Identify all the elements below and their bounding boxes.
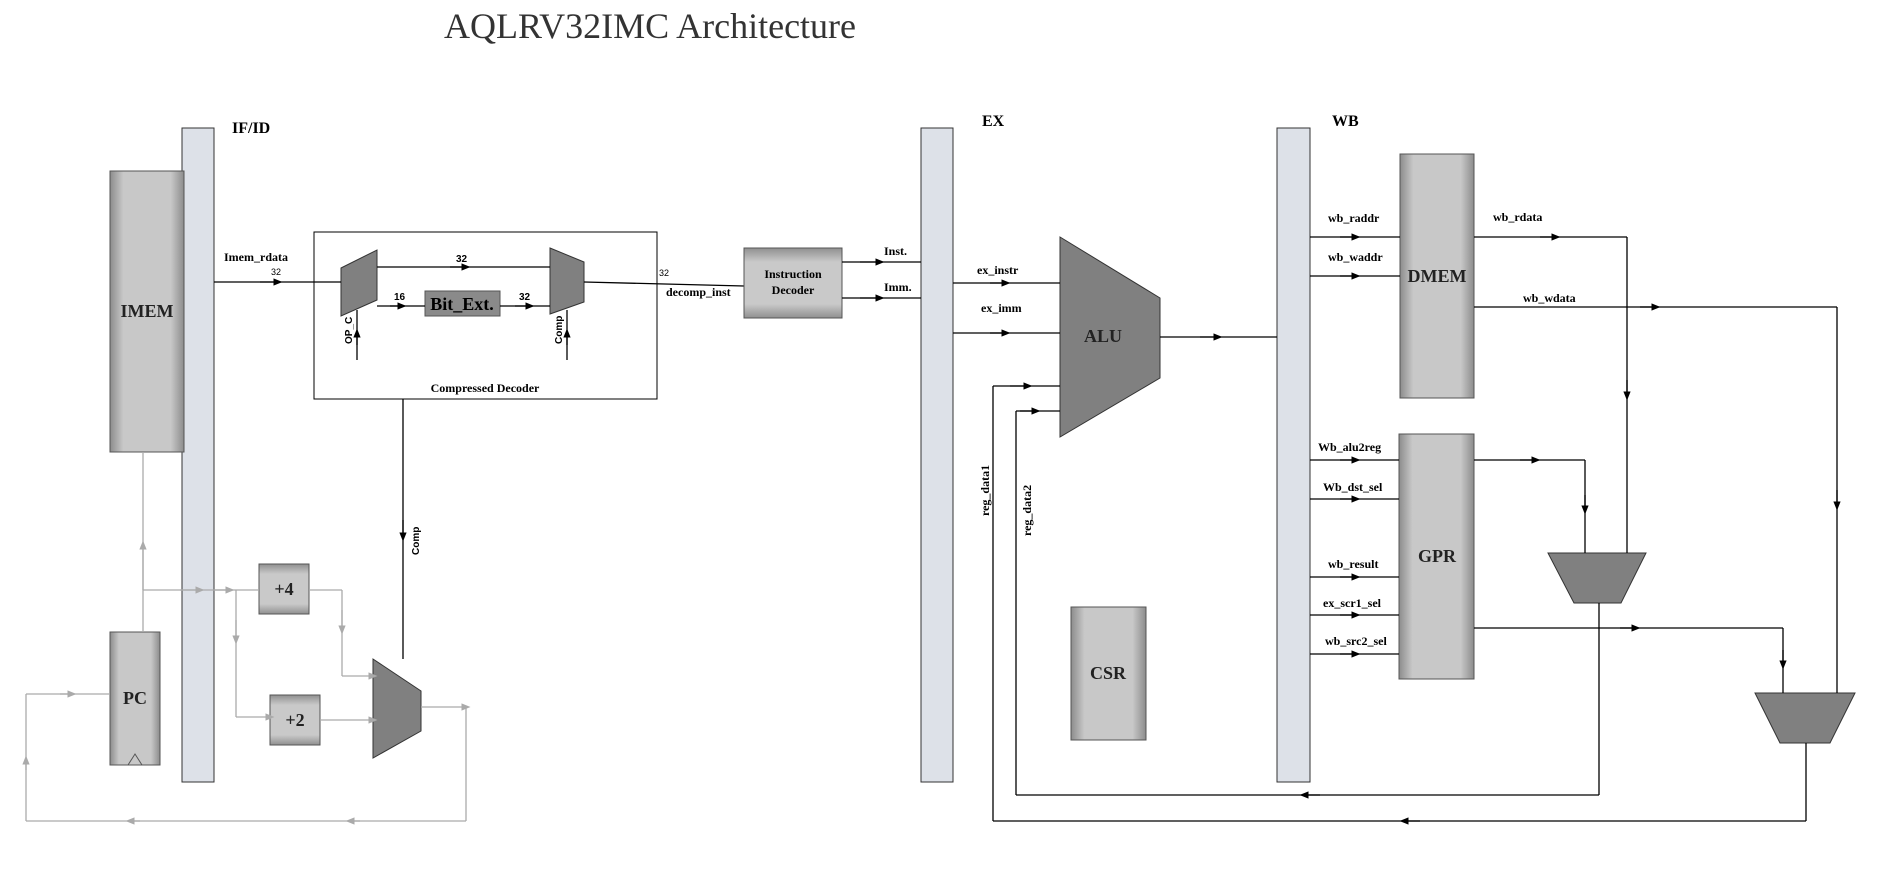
reg-data1-label: reg_data1 [978,465,992,516]
pc-select-mux [372,658,422,759]
width-32-imem: 32 [271,267,281,277]
decoder-input-demux [340,249,378,317]
width-16: 16 [394,292,406,303]
ex-instr-label: ex_instr [977,263,1019,277]
compressed-decoder-wires [214,263,745,659]
decoder-output-mux [549,247,585,315]
pc-block [109,631,161,766]
width-32-ext: 32 [519,292,531,303]
bit-ext-label: Bit_Ext. [430,294,494,314]
plus4-label: +4 [274,579,293,599]
compressed-decoder-label: Compressed Decoder [431,381,540,395]
wb-result-label: wb_result [1328,557,1378,571]
dmem-label: DMEM [1408,266,1467,286]
stage-label-wb: WB [1332,113,1359,130]
imem-block [109,170,185,453]
diagram-title: AQLRV32IMC Architecture [444,6,856,46]
plus2-label: +2 [285,710,304,730]
decomp-inst-label: decomp_inst [666,285,731,299]
imem-rdata-label: Imem_rdata [224,250,288,264]
ex-pipeline-register [920,127,954,783]
plus4-adder [258,563,310,615]
comp-wire-label: Comp [411,527,422,555]
wb-waddr-label: wb_waddr [1328,250,1383,264]
reg-data2-label: reg_data2 [1020,485,1034,536]
alu-block [1059,236,1161,438]
stage-label-ex: EX [982,113,1005,130]
csr-block [1070,606,1147,741]
wb-src2-sel-label: wb_src2_sel [1325,634,1387,648]
pc-label: PC [123,688,147,708]
op-c-label: OP_C [344,317,355,344]
alu-label: ALU [1084,326,1122,346]
instruction-decoder-label-2: Decoder [772,283,815,297]
imem-label: IMEM [121,301,174,321]
width-32-bypass: 32 [456,254,468,265]
decoder-to-ex-wires [842,258,921,302]
wb-pipeline-register [1276,127,1311,783]
comp-mux-label: Comp [554,316,565,344]
csr-label: CSR [1090,663,1127,683]
wb-dst-sel-label: Wb_dst_sel [1323,480,1383,494]
imm-label: Imm. [884,280,912,294]
gpr-block [1398,433,1475,680]
stage-label-ifid: IF/ID [232,120,270,137]
wb-alu2reg-label: Wb_alu2reg [1318,440,1381,454]
inst-label: Inst. [884,244,907,258]
width-32-out: 32 [659,268,669,278]
ifid-pipeline-register [181,127,215,783]
bit-ext-block [424,290,501,317]
wb-stage-wires [993,233,1841,825]
gpr-label: GPR [1418,546,1457,566]
ex-stage-wires [953,279,1277,821]
wb-wdata-label: wb_wdata [1523,291,1576,305]
instruction-decoder-label-1: Instruction [764,267,822,281]
wb-rdata-label: wb_rdata [1493,210,1542,224]
pc-next-wires [22,452,471,825]
ex-scr1-sel-label: ex_scr1_sel [1323,596,1382,610]
ex-imm-label: ex_imm [981,301,1022,315]
instruction-decoder-block [743,247,843,319]
wb-src2-mux [1754,692,1856,744]
wb-raddr-label: wb_raddr [1328,211,1380,225]
pc-clock-icon [127,753,143,766]
dmem-block [1399,153,1475,399]
wb-result-mux [1547,552,1647,604]
